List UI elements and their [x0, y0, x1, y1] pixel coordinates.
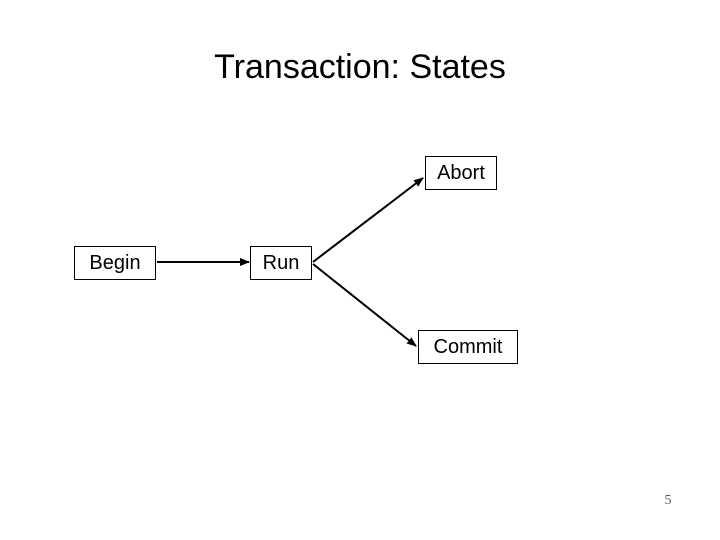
state-node-abort-label: Abort [437, 162, 485, 184]
state-node-abort[interactable]: Abort [425, 156, 497, 190]
state-node-begin[interactable]: Begin [74, 246, 156, 280]
edge-run-to-abort [312, 177, 424, 263]
edge-run-to-commit [312, 263, 417, 347]
state-node-commit-label: Commit [433, 336, 503, 358]
state-node-run-label: Run [262, 252, 300, 274]
state-node-run[interactable]: Run [250, 246, 312, 280]
page-title: Transaction: States [214, 48, 506, 86]
page-number: 5 [664, 493, 672, 508]
state-node-commit[interactable]: Commit [418, 330, 518, 364]
state-node-begin-label: Begin [89, 252, 141, 274]
